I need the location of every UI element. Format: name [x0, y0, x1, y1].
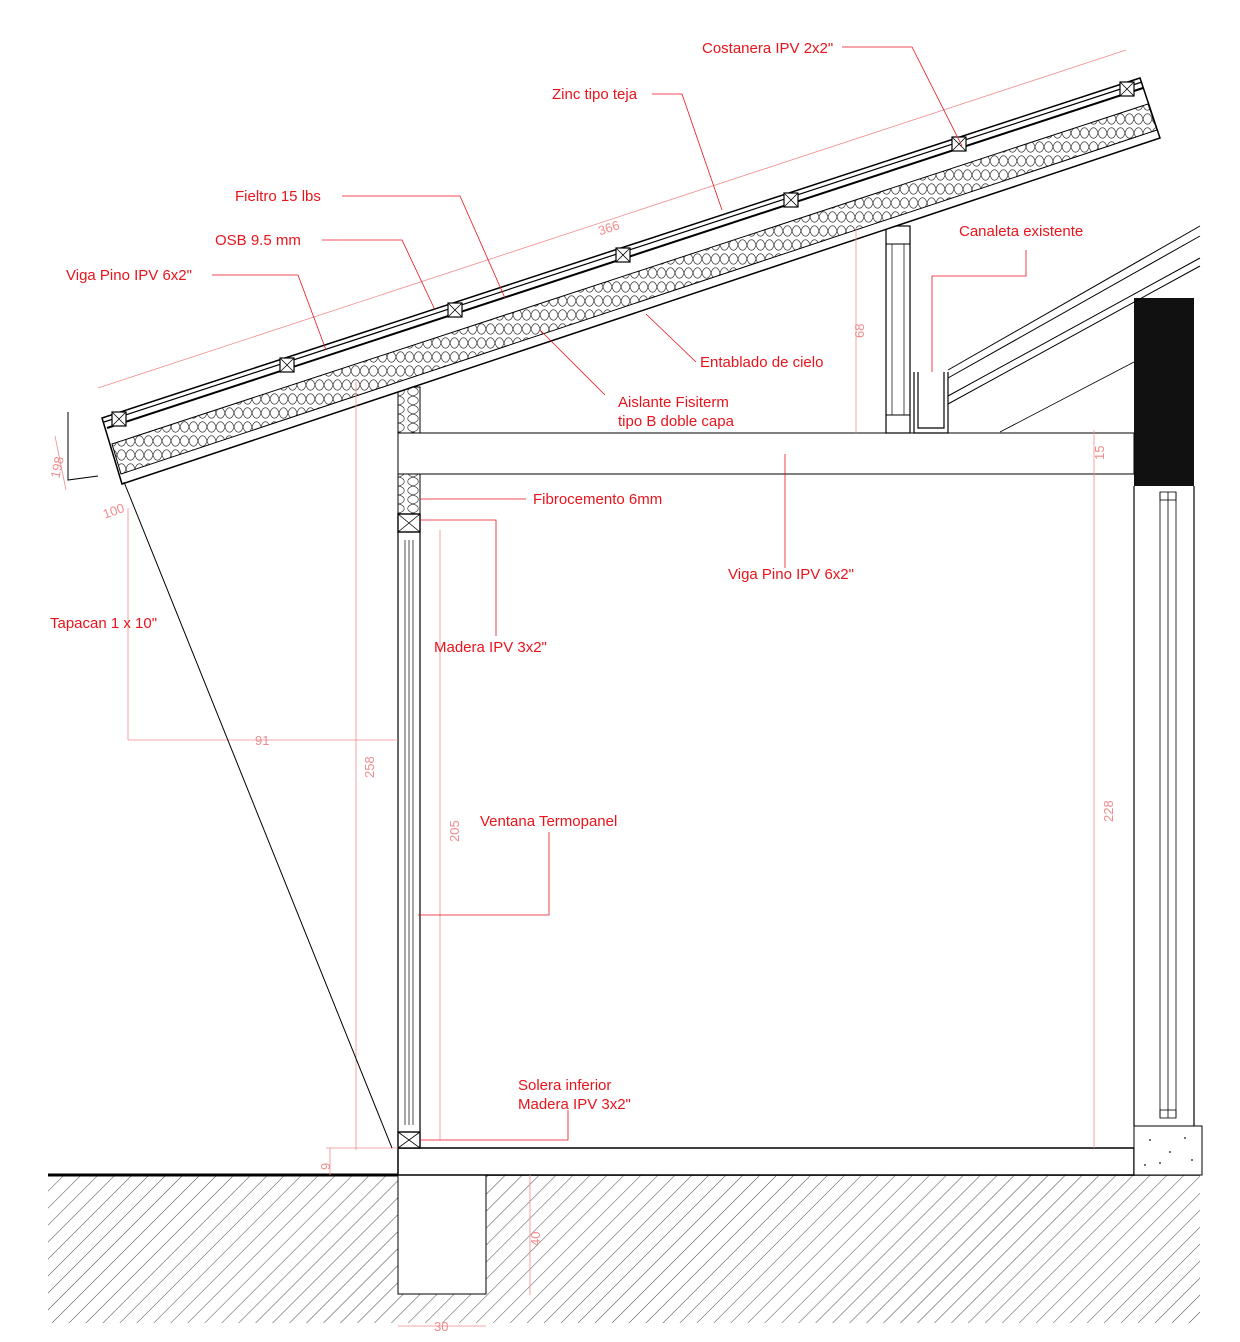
- label-costanera: Costanera IPV 2x2": [702, 40, 833, 57]
- dim-eave-overhang: 91: [255, 733, 269, 748]
- annotation-leaders: [212, 46, 1027, 1141]
- left-wall: [397, 386, 421, 1149]
- right-wall-base: [1133, 1125, 1203, 1176]
- label-entablado: Entablado de cielo: [700, 354, 823, 371]
- dim-floor-step: 9: [318, 1163, 333, 1170]
- ceiling-beam: [397, 432, 1135, 475]
- ground: [48, 1173, 1200, 1323]
- dim-window-height: 205: [447, 820, 462, 842]
- label-solera-1: Solera inferior: [518, 1077, 611, 1094]
- label-viga-roof: Viga Pino IPV 6x2": [66, 267, 192, 284]
- gutter: [913, 372, 949, 434]
- label-fibrocemento: Fibrocemento 6mm: [533, 491, 662, 508]
- purlin: [447, 302, 463, 318]
- purlin: [1119, 81, 1135, 97]
- purlin: [615, 247, 631, 263]
- dim-wall-height: 258: [362, 756, 377, 778]
- label-madera: Madera IPV 3x2": [434, 639, 547, 656]
- purlin: [783, 192, 799, 208]
- purlin: [279, 357, 295, 373]
- dim-fascia-gap: 100: [101, 500, 127, 522]
- dim-beam-depth: 15: [1092, 446, 1107, 460]
- label-canaleta: Canaleta existente: [959, 223, 1083, 240]
- label-fieltro: Fieltro 15 lbs: [235, 188, 321, 205]
- label-aislante-1: Aislante Fisiterm: [618, 394, 729, 411]
- right-wall: [1133, 298, 1195, 1126]
- label-viga-beam: Viga Pino IPV 6x2": [728, 566, 854, 583]
- dimension-lines: [54, 49, 1127, 1327]
- ceiling-post: [885, 225, 911, 434]
- dim-roof-length: 366: [596, 217, 621, 238]
- purlin: [111, 411, 127, 427]
- label-ventana: Ventana Termopanel: [480, 813, 617, 830]
- label-osb: OSB 9.5 mm: [215, 232, 301, 249]
- dim-fascia: 198: [47, 455, 66, 479]
- purlin: [951, 136, 967, 152]
- dim-post-height: 68: [852, 324, 867, 338]
- dim-footing-depth: 40: [528, 1232, 543, 1246]
- label-aislante-2: tipo B doble capa: [618, 413, 735, 430]
- floor-slab: [397, 1147, 1135, 1176]
- tapacan-line: [123, 481, 393, 1149]
- label-solera-2: Madera IPV 3x2": [518, 1096, 631, 1113]
- dim-footing-width: 30: [434, 1319, 448, 1334]
- dim-ceiling-height: 228: [1101, 800, 1116, 822]
- label-tapacan: Tapacan 1 x 10": [50, 615, 157, 632]
- existing-roof: [947, 225, 1201, 433]
- label-zinc: Zinc tipo teja: [552, 86, 638, 103]
- fascia-board: [67, 412, 99, 481]
